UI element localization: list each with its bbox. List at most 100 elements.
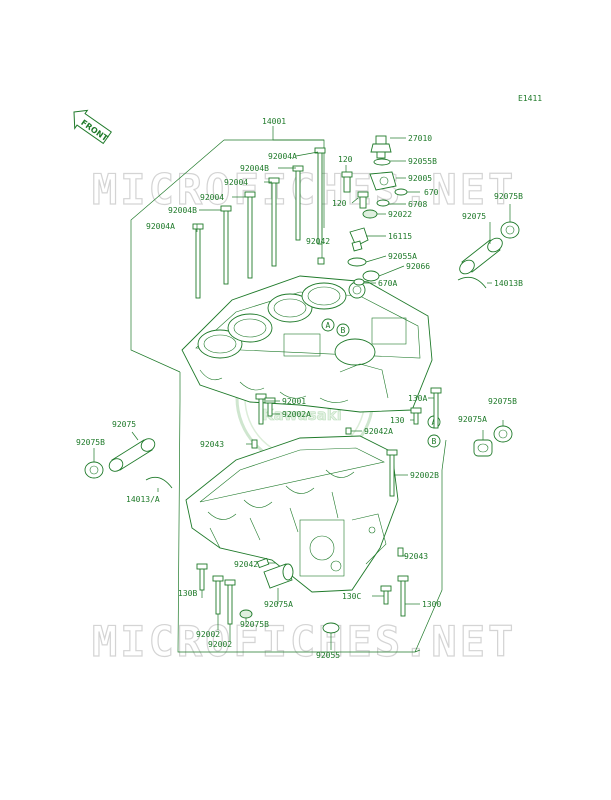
bearing-92075-right — [459, 237, 503, 275]
washer-92022 — [362, 209, 378, 219]
o-ring-670A — [353, 278, 365, 286]
leader-lines — [93, 137, 511, 650]
upper-crankcase — [181, 275, 433, 413]
label-130A: 130A — [408, 394, 427, 403]
gasket-92055B — [373, 158, 391, 166]
label-92066: 92066 — [406, 262, 430, 271]
label-92075B-right-top: 92075B — [494, 192, 523, 201]
label-6708: 6708 — [408, 200, 427, 209]
bearing-half-14013A — [145, 476, 173, 489]
label-92075-left: 92075 — [112, 420, 136, 429]
o-ring-92055A — [347, 257, 367, 267]
bolt-130 — [410, 407, 422, 425]
bolt-92002A — [264, 397, 276, 417]
label-92004A-top: 92004A — [268, 152, 297, 161]
frame-left-upper — [130, 139, 225, 373]
label-92001: 92001 — [282, 397, 306, 406]
dowel-92042-bottom — [256, 557, 270, 569]
label-92055B-top: 92055B — [408, 157, 437, 166]
plug-92066 — [362, 270, 380, 282]
crankcase-long-bolts — [192, 147, 326, 299]
logo-text: Kawasaki — [262, 406, 342, 424]
bearing-shell-92075B-left — [84, 461, 104, 479]
bolt-120-group — [341, 171, 369, 209]
lower-crankcase — [185, 435, 399, 593]
bearing-92075A-right — [473, 439, 493, 457]
callout-B-upper: B — [336, 323, 350, 337]
label-130B: 130B — [178, 589, 197, 598]
label-92075A-right: 92075A — [458, 415, 487, 424]
bearing-shell-92075B-right-bot — [493, 425, 513, 443]
label-92075B-right-bot: 92075B — [488, 397, 517, 406]
label-92075-right: 92075 — [462, 212, 486, 221]
label-92004B-top: 92004B — [240, 164, 269, 173]
part-labels: 14001 27010 92055B 92005 670 6708 92022 … — [76, 117, 523, 660]
dowel-92043-left — [251, 439, 258, 449]
washer-92075B-bottom — [239, 609, 253, 619]
bearing-92075-left — [108, 438, 156, 472]
dowel-92042A — [345, 427, 352, 435]
label-92004B-left: 92004B — [168, 206, 197, 215]
callout-B-right: B — [427, 434, 441, 448]
bolt-130B — [196, 563, 208, 591]
watermark-top: MICROFICHES.NET — [92, 165, 516, 214]
frame-right-lower — [414, 439, 447, 653]
label-92002A: 92002A — [282, 410, 311, 419]
fitting-92005 — [369, 171, 397, 191]
watermark-bottom: MICROFICHES.NET — [92, 617, 516, 666]
bolt-1300 — [397, 575, 409, 617]
label-92004-b: 92004 — [200, 193, 224, 202]
label-92043-right: 92043 — [404, 552, 428, 561]
label-92022: 92022 — [388, 210, 412, 219]
label-92075B-left: 92075B — [76, 438, 105, 447]
label-92002B: 92002B — [410, 471, 439, 480]
o-ring-670 — [394, 188, 408, 196]
bolt-130C — [380, 585, 392, 605]
cylinder-bore-2 — [227, 313, 273, 343]
dowel-pin-92042-top — [317, 257, 325, 265]
label-14013B: 14013B — [494, 279, 523, 288]
label-92005: 92005 — [408, 174, 432, 183]
label-92002-a: 92002 — [196, 630, 220, 639]
label-92004A-left: 92004A — [146, 222, 175, 231]
label-16115: 16115 — [388, 232, 412, 241]
svg-text:A: A — [326, 321, 331, 330]
front-arrow-badge: FRONT — [73, 109, 112, 145]
svg-text:B: B — [432, 437, 437, 446]
label-92075B-bottom: 92075B — [240, 620, 269, 629]
bolt-130A — [430, 387, 442, 429]
callout-A-upper: A — [321, 318, 335, 332]
label-130C: 130C — [342, 592, 361, 601]
label-670: 670 — [424, 188, 439, 197]
label-14013A: 14013/A — [126, 495, 160, 504]
cylinder-bore-1 — [197, 329, 243, 359]
label-14001: 14001 — [262, 117, 286, 126]
oil-filler-plug-16115 — [349, 227, 369, 252]
label-92002-b: 92002 — [208, 640, 232, 649]
label-92042-top: 92042 — [306, 237, 330, 246]
bearing-92075A-bottom — [263, 563, 294, 589]
label-92004-a: 92004 — [224, 178, 248, 187]
svg-text:B: B — [341, 326, 346, 335]
oil-pressure-switch-27010 — [370, 135, 392, 159]
cylinder-bore-3 — [267, 293, 313, 323]
bearing-half-14013B — [457, 276, 487, 289]
label-130: 130 — [390, 416, 405, 425]
o-ring-6708 — [376, 199, 390, 207]
label-120-a: 120 — [338, 155, 353, 164]
frame-left-lower — [177, 372, 421, 653]
crank-bore — [334, 338, 376, 366]
label-92042-bottom: 92042 — [234, 560, 258, 569]
label-92055A: 92055A — [388, 252, 417, 261]
page-code: E1411 — [518, 94, 542, 103]
label-27010: 27010 — [408, 134, 432, 143]
label-92075A-bottom: 92075A — [264, 600, 293, 609]
bolt-92002-a — [212, 575, 224, 615]
label-1300: 1300 — [422, 600, 441, 609]
label-120-b: 120 — [332, 199, 347, 208]
label-92055: 92055 — [316, 651, 340, 660]
dowel-92043-right — [397, 547, 404, 557]
o-ring-92055 — [322, 622, 340, 634]
label-670A: 670A — [378, 279, 397, 288]
